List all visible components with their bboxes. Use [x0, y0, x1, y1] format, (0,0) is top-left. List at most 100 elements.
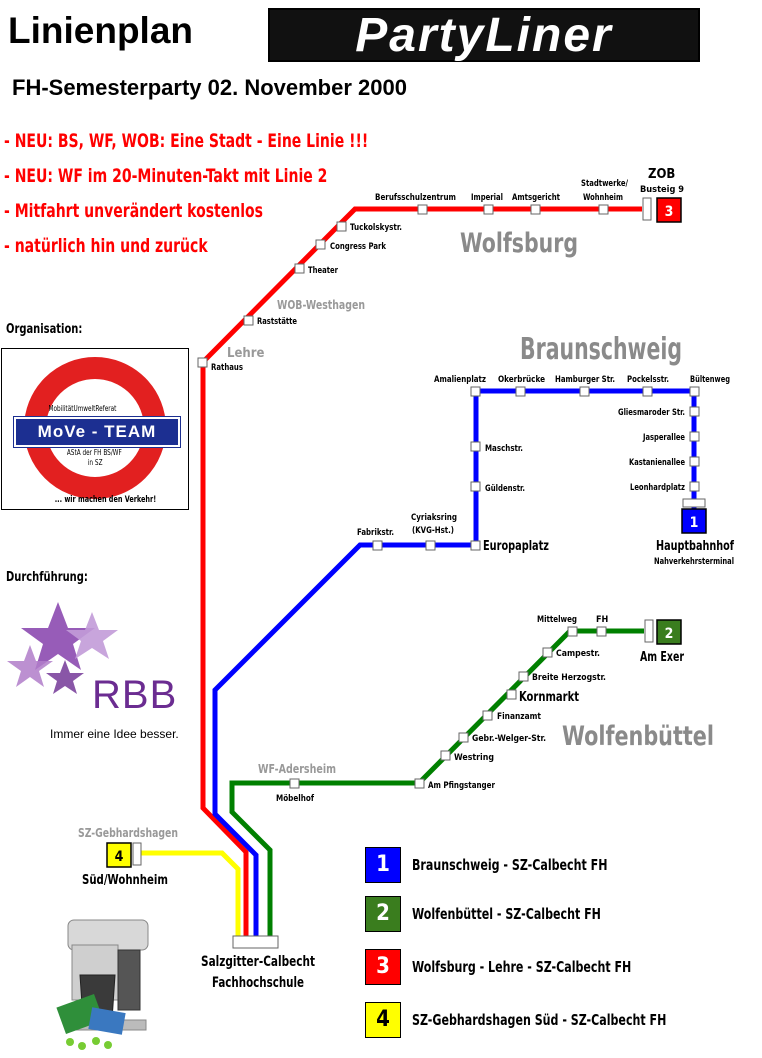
station-raststaette: Raststätte: [257, 317, 297, 327]
city-wf-adersheim: WF-Adersheim: [258, 762, 336, 776]
station-marker: [414, 778, 425, 789]
station-moebelhof: Möbelhof: [276, 794, 314, 804]
line-4-route: [140, 850, 241, 938]
station-maschstr: Maschstr.: [485, 444, 523, 454]
station-europaplatz: Europaplatz: [483, 539, 549, 554]
station-marker: [482, 710, 493, 721]
org-sz-text: in SZ: [87, 458, 103, 467]
station-marker: [336, 221, 347, 232]
move-team-logo: MobilitätUmweltReferat MoVe - TEAM AStA …: [1, 348, 189, 510]
city-wob-westhagen: WOB-Westhagen: [277, 298, 365, 312]
station-theater: Theater: [308, 266, 338, 276]
city-braunschweig: Braunschweig: [520, 332, 682, 367]
station-leonhardplatz: Leonhardplatz: [630, 483, 685, 493]
station-marker: [458, 732, 469, 743]
station-marker: [515, 386, 526, 397]
partyliner-logo: PartyLiner: [268, 8, 700, 62]
station-kornmarkt: Kornmarkt: [519, 690, 579, 705]
terminal-marker: [642, 197, 652, 221]
line-4-badge-text: 4: [115, 849, 124, 865]
station-fabrikstr: Fabrikstr.: [357, 528, 394, 538]
event-subtitle: FH-Semesterparty 02. November 2000: [12, 75, 407, 100]
station-busteig: Busteig 9: [640, 185, 684, 195]
note-item: - natürlich hin und zurück: [4, 235, 208, 257]
line-2-badge: [656, 619, 682, 645]
station-marker: [243, 315, 254, 326]
legend-text-1: Braunschweig - SZ-Calbecht FH: [412, 856, 608, 874]
terminal-marker: [682, 498, 706, 508]
station-marker: [689, 456, 700, 467]
station-marker: [689, 431, 700, 442]
station-amtsgericht: Amtsgericht: [512, 193, 560, 203]
line-1-route: [212, 388, 697, 938]
station-marker: [372, 540, 383, 551]
durchfuehrung-label: Durchführung:: [6, 570, 88, 585]
station-marker: [542, 647, 553, 658]
station-marker: [579, 386, 590, 397]
station-okerbruecke: Okerbrücke: [498, 375, 545, 385]
station-marker: [470, 441, 481, 452]
station-marker: [689, 406, 700, 417]
station-marker: [289, 778, 300, 789]
station-marker: [483, 204, 494, 215]
station-marker: [689, 481, 700, 492]
station-fachhochschule: Fachhochschule: [212, 975, 304, 991]
org-referat-text: MobilitätUmweltReferat: [48, 404, 117, 413]
station-zob: ZOB: [648, 167, 675, 182]
station-pockelsstr: Pockelsstr.: [627, 375, 669, 385]
station-stadtwerke: Stadtwerke/: [581, 179, 628, 189]
station-am-exer: Am Exer: [640, 650, 684, 665]
station-marker: [567, 626, 578, 637]
station-imperial: Imperial: [471, 193, 503, 203]
station-mittelweg: Mittelweg: [537, 615, 577, 625]
station-gebr-welger-str: Gebr.-Welger-Str.: [472, 734, 546, 744]
station-cyriaksring: Cyriaksring: [411, 513, 457, 523]
station-jasperallee: Jasperallee: [642, 433, 685, 443]
line-3-badge-text: 3: [665, 204, 674, 220]
station-marker: [294, 263, 305, 274]
legend-text-4: SZ-Gebhardshagen Süd - SZ-Calbecht FH: [412, 1011, 667, 1029]
station-marker: [470, 386, 481, 397]
station-amalienplatz: Amalienplatz: [434, 375, 486, 385]
legend-text-2: Wolfenbüttel - SZ-Calbecht FH: [412, 905, 601, 923]
station-sued-wohnheim: Süd/Wohnheim: [82, 873, 168, 888]
station-nahverkehrsterminal: Nahverkehrsterminal: [654, 557, 734, 567]
rbb-slogan: Immer eine Idee besser.: [50, 727, 179, 741]
station-marker: [417, 204, 428, 215]
station-berufsschulzentrum: Berufsschulzentrum: [375, 193, 456, 203]
station-westring: Westring: [454, 753, 494, 763]
rbb-stars-logo: [7, 602, 118, 694]
station-gliesmaroder: Gliesmaroder Str.: [618, 408, 685, 418]
city-wolfsburg: Wolfsburg: [460, 228, 578, 259]
line-1-badge: [681, 508, 707, 534]
station-hauptbahnhof: Hauptbahnhof: [656, 539, 735, 554]
city-lehre: Lehre: [227, 346, 264, 361]
line-4-badge: [106, 842, 132, 868]
note-item: - NEU: BS, WF, WOB: Eine Stadt - Eine Li…: [4, 130, 369, 152]
station-salzgitter-calbecht: Salzgitter-Calbecht: [201, 954, 315, 970]
coffee-machine-illustration: [56, 919, 149, 1050]
terminal-marker: [132, 842, 142, 866]
legend-text-3: Wolfsburg - Lehre - SZ-Calbecht FH: [412, 958, 632, 976]
station-marker: [440, 750, 451, 761]
station-marker: [425, 540, 436, 551]
city-sz-gebhardshagen: SZ-Gebhardshagen: [78, 826, 178, 840]
station-am-pfingstanger: Am Pfingstanger: [428, 781, 495, 791]
logo-text: PartyLiner: [355, 9, 613, 62]
terminal-marker: [644, 619, 654, 643]
station-marker: [470, 481, 481, 492]
organisation-label: Organisation:: [6, 322, 83, 337]
move-team-name: MoVe - TEAM: [13, 416, 181, 448]
station-marker: [642, 386, 653, 397]
station-marker: [596, 626, 607, 637]
station-fh: FH: [596, 615, 609, 625]
station-finanzamt: Finanzamt: [497, 712, 541, 722]
station-marker: [689, 386, 700, 397]
station-marker: [315, 239, 326, 250]
station-campestr: Campestr.: [556, 649, 600, 659]
legend-badge-3: 3: [365, 949, 401, 985]
rbb-company-name: RBB: [92, 673, 178, 717]
org-slogan: ... wir machen den Verkehr!: [54, 495, 157, 505]
station-marker: [598, 204, 609, 215]
station-marker: [530, 204, 541, 215]
